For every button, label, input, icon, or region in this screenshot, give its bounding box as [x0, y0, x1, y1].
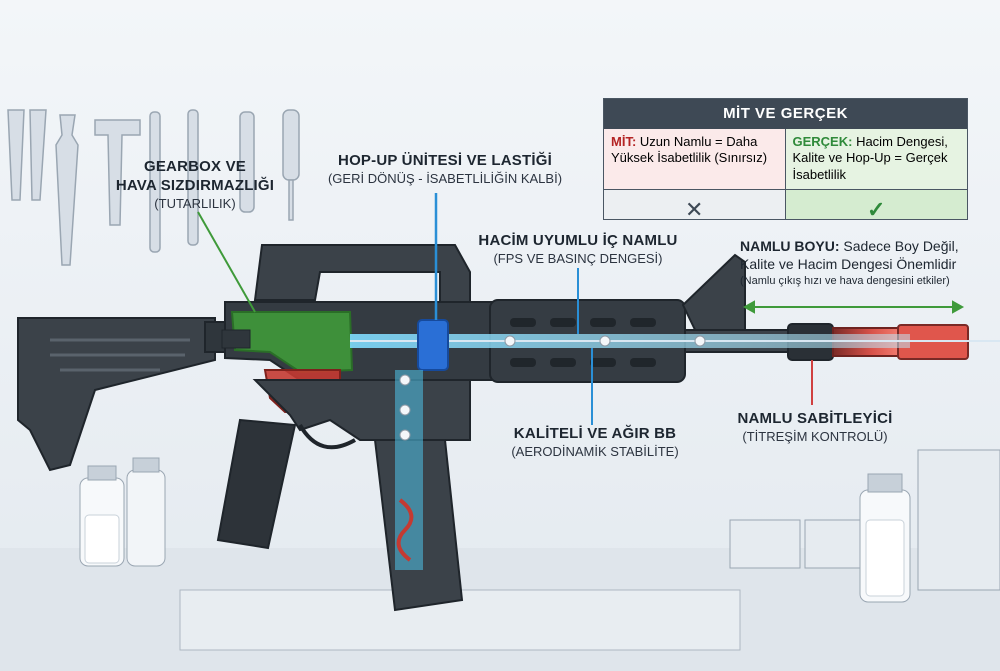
- label-barrel-length-title-rest: Sadece Boy Değil,: [839, 238, 959, 254]
- label-barrel-length-line2: Kalite ve Hacim Dengesi Önemlidir: [740, 255, 957, 272]
- myth-cell: MİT: Uzun Namlu = Daha Yüksek İsabetlili…: [604, 129, 786, 189]
- label-barrel-length-title-bold: NAMLU BOYU:: [740, 238, 840, 254]
- myth-fact-table: MİT VE GERÇEK MİT: Uzun Namlu = Daha Yük…: [603, 98, 968, 222]
- label-inner-barrel-subtitle: (FPS VE BASINÇ DENGESİ): [493, 250, 663, 266]
- myth-keyword: MİT:: [611, 134, 637, 149]
- label-gearbox: GEARBOX VE HAVA SIZDIRMAZLIĞI (TUTARLILI…: [110, 158, 280, 212]
- wrench-icon: [55, 114, 79, 266]
- label-bb-title: KALİTELİ VE AĞIR BB: [513, 425, 677, 442]
- label-gearbox-subtitle: (TUTARLILIK): [154, 195, 236, 211]
- screwdriver-icon: [282, 109, 300, 181]
- rifle: [17, 244, 1000, 612]
- pliers-icon: [7, 109, 47, 201]
- fact-text: Hacim Dengesi, Kalite ve Hop-Up = Gerçek…: [792, 134, 948, 182]
- label-inner-barrel: HACİM UYUMLU İÇ NAMLU (FPS VE BASINÇ DEN…: [468, 232, 688, 267]
- fact-cell: GERÇEK: Hacim Dengesi, Kalite ve Hop-Up …: [785, 129, 967, 189]
- label-gearbox-title-2: HAVA SIZDIRMAZLIĞI: [115, 176, 275, 194]
- myth-fact-header: MİT VE GERÇEK: [604, 99, 967, 129]
- cross-icon: ✕: [604, 189, 786, 222]
- screwdriver-shaft: [288, 179, 294, 221]
- charging-handle: [221, 329, 251, 349]
- screwdriver-icon: [149, 111, 161, 253]
- label-hopup-title: HOP-UP ÜNİTESİ VE LASTİĞİ: [338, 152, 552, 169]
- check-icon: ✓: [785, 189, 967, 222]
- pistol-grip: [216, 418, 297, 550]
- label-hopup-subtitle: (GERİ DÖNÜŞ - İSABETLİLİĞİN KALBİ): [327, 170, 563, 186]
- label-stabilizer-subtitle: (TİTREŞİM KONTROLÜ): [742, 428, 888, 444]
- label-stabilizer: NAMLU SABİTLEYİCİ (TİTREŞİM KONTROLÜ): [730, 410, 900, 445]
- label-hopup: HOP-UP ÜNİTESİ VE LASTİĞİ (GERİ DÖNÜŞ - …: [300, 152, 590, 187]
- bb-bottle-right: [859, 473, 911, 603]
- hammer-icon: [94, 119, 141, 226]
- trigger-guard: [298, 423, 356, 450]
- fact-keyword: GERÇEK:: [792, 134, 853, 149]
- label-gearbox-title-1: GEARBOX VE: [143, 158, 247, 175]
- bb-bottles-left: [79, 457, 166, 567]
- tool-wall: [7, 109, 300, 266]
- label-barrel-length-note: (Namlu çıkış hızı ve hava dengesini etki…: [740, 275, 950, 287]
- carry-handle: [253, 244, 471, 303]
- myth-text: Uzun Namlu = Daha Yüksek İsabetlilik (Sı…: [611, 134, 768, 166]
- label-inner-barrel-title: HACİM UYUMLU İÇ NAMLU: [478, 232, 678, 249]
- leader-gearbox: [197, 211, 256, 313]
- label-stabilizer-title: NAMLU SABİTLEYİCİ: [737, 410, 893, 427]
- screwdriver-icon: [187, 109, 199, 246]
- label-bb: KALİTELİ VE AĞIR BB (AERODİNAMİK STABİLİ…: [495, 425, 695, 460]
- parts-bins: [729, 449, 1000, 591]
- label-barrel-length: NAMLU BOYU: Sadece Boy Değil, Kalite ve …: [740, 238, 995, 289]
- screwdriver-icon: [239, 111, 255, 213]
- magazine-spring: [396, 498, 414, 562]
- label-bb-subtitle: (AERODİNAMİK STABİLİTE): [511, 443, 679, 459]
- hopup-unit: [417, 319, 449, 371]
- barrel-length-arrow: [742, 300, 965, 314]
